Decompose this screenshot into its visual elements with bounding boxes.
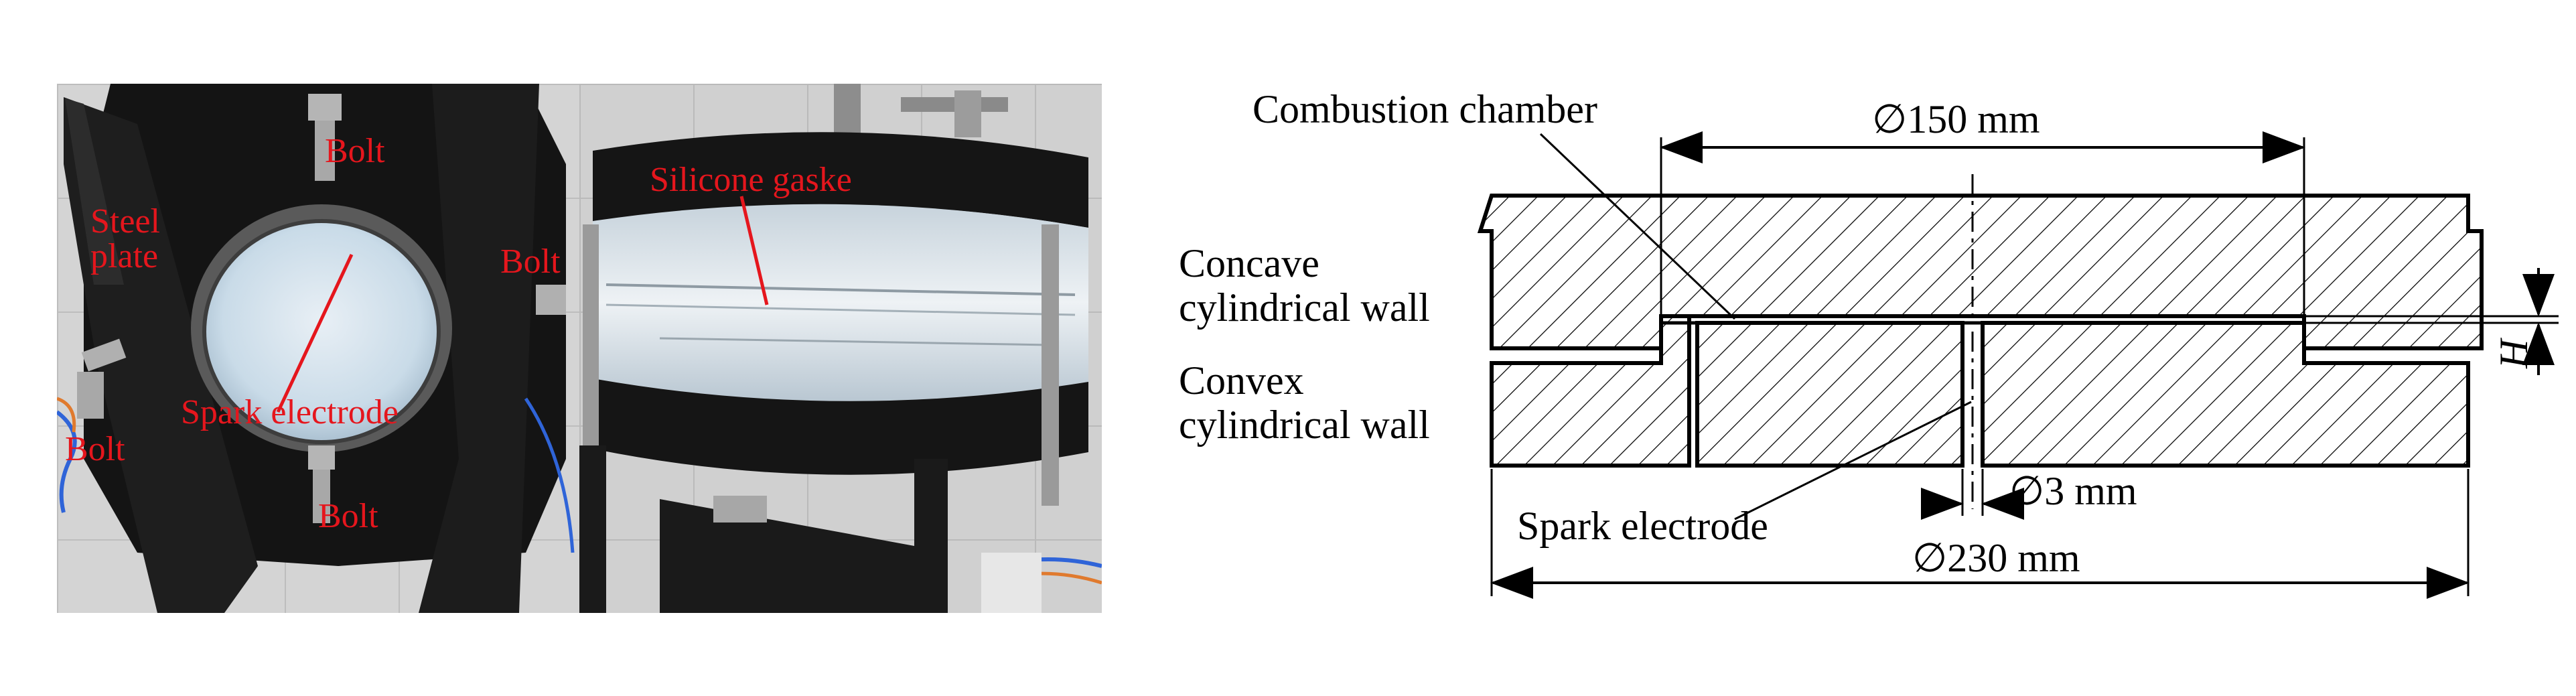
photo-side-view-image — [579, 84, 1102, 613]
label-gap-height-H: H — [2492, 339, 2536, 368]
photo-side-view: Silicone gaske — [579, 84, 1102, 613]
photo-steel-plate-view: Bolt Steel plate Bolt Spark electrode Bo… — [57, 84, 579, 613]
label-concave-wall: Concave cylindrical wall — [1179, 241, 1430, 330]
label-spark-electrode-schematic: Spark electrode — [1517, 504, 1768, 548]
label-dim-3: ∅3 mm — [2009, 469, 2137, 513]
label-convex-wall-line1: Convex — [1179, 358, 1304, 403]
leader-combustion-chamber — [1539, 133, 1736, 320]
label-steel-plate: Steel plate — [90, 204, 160, 274]
photo-steel-plate-image — [57, 84, 579, 613]
label-bolt-top: Bolt — [325, 132, 385, 170]
label-combustion-chamber: Combustion chamber — [1253, 87, 1597, 131]
label-convex-wall: Convex cylindrical wall — [1179, 358, 1430, 447]
label-spark-electrode-photo: Spark electrode — [181, 393, 399, 431]
label-dim-230: ∅230 mm — [1912, 536, 2080, 580]
label-convex-wall-line2: cylindrical wall — [1179, 403, 1430, 447]
label-bolt-left: Bolt — [65, 430, 125, 468]
label-bolt-right: Bolt — [500, 242, 561, 281]
label-concave-wall-line1: Concave — [1179, 241, 1319, 285]
convex-wall-center-body — [1695, 321, 1964, 468]
label-bolt-bottom: Bolt — [318, 497, 378, 535]
leader-spark-electrode — [1734, 401, 1972, 520]
label-steel-plate-line1: Steel — [90, 202, 160, 240]
label-dim-150: ∅150 mm — [1872, 97, 2040, 141]
label-silicone-gasket: Silicone gaske — [650, 161, 852, 199]
label-steel-plate-line2: plate — [90, 237, 159, 275]
label-concave-wall-line2: cylindrical wall — [1179, 285, 1430, 330]
